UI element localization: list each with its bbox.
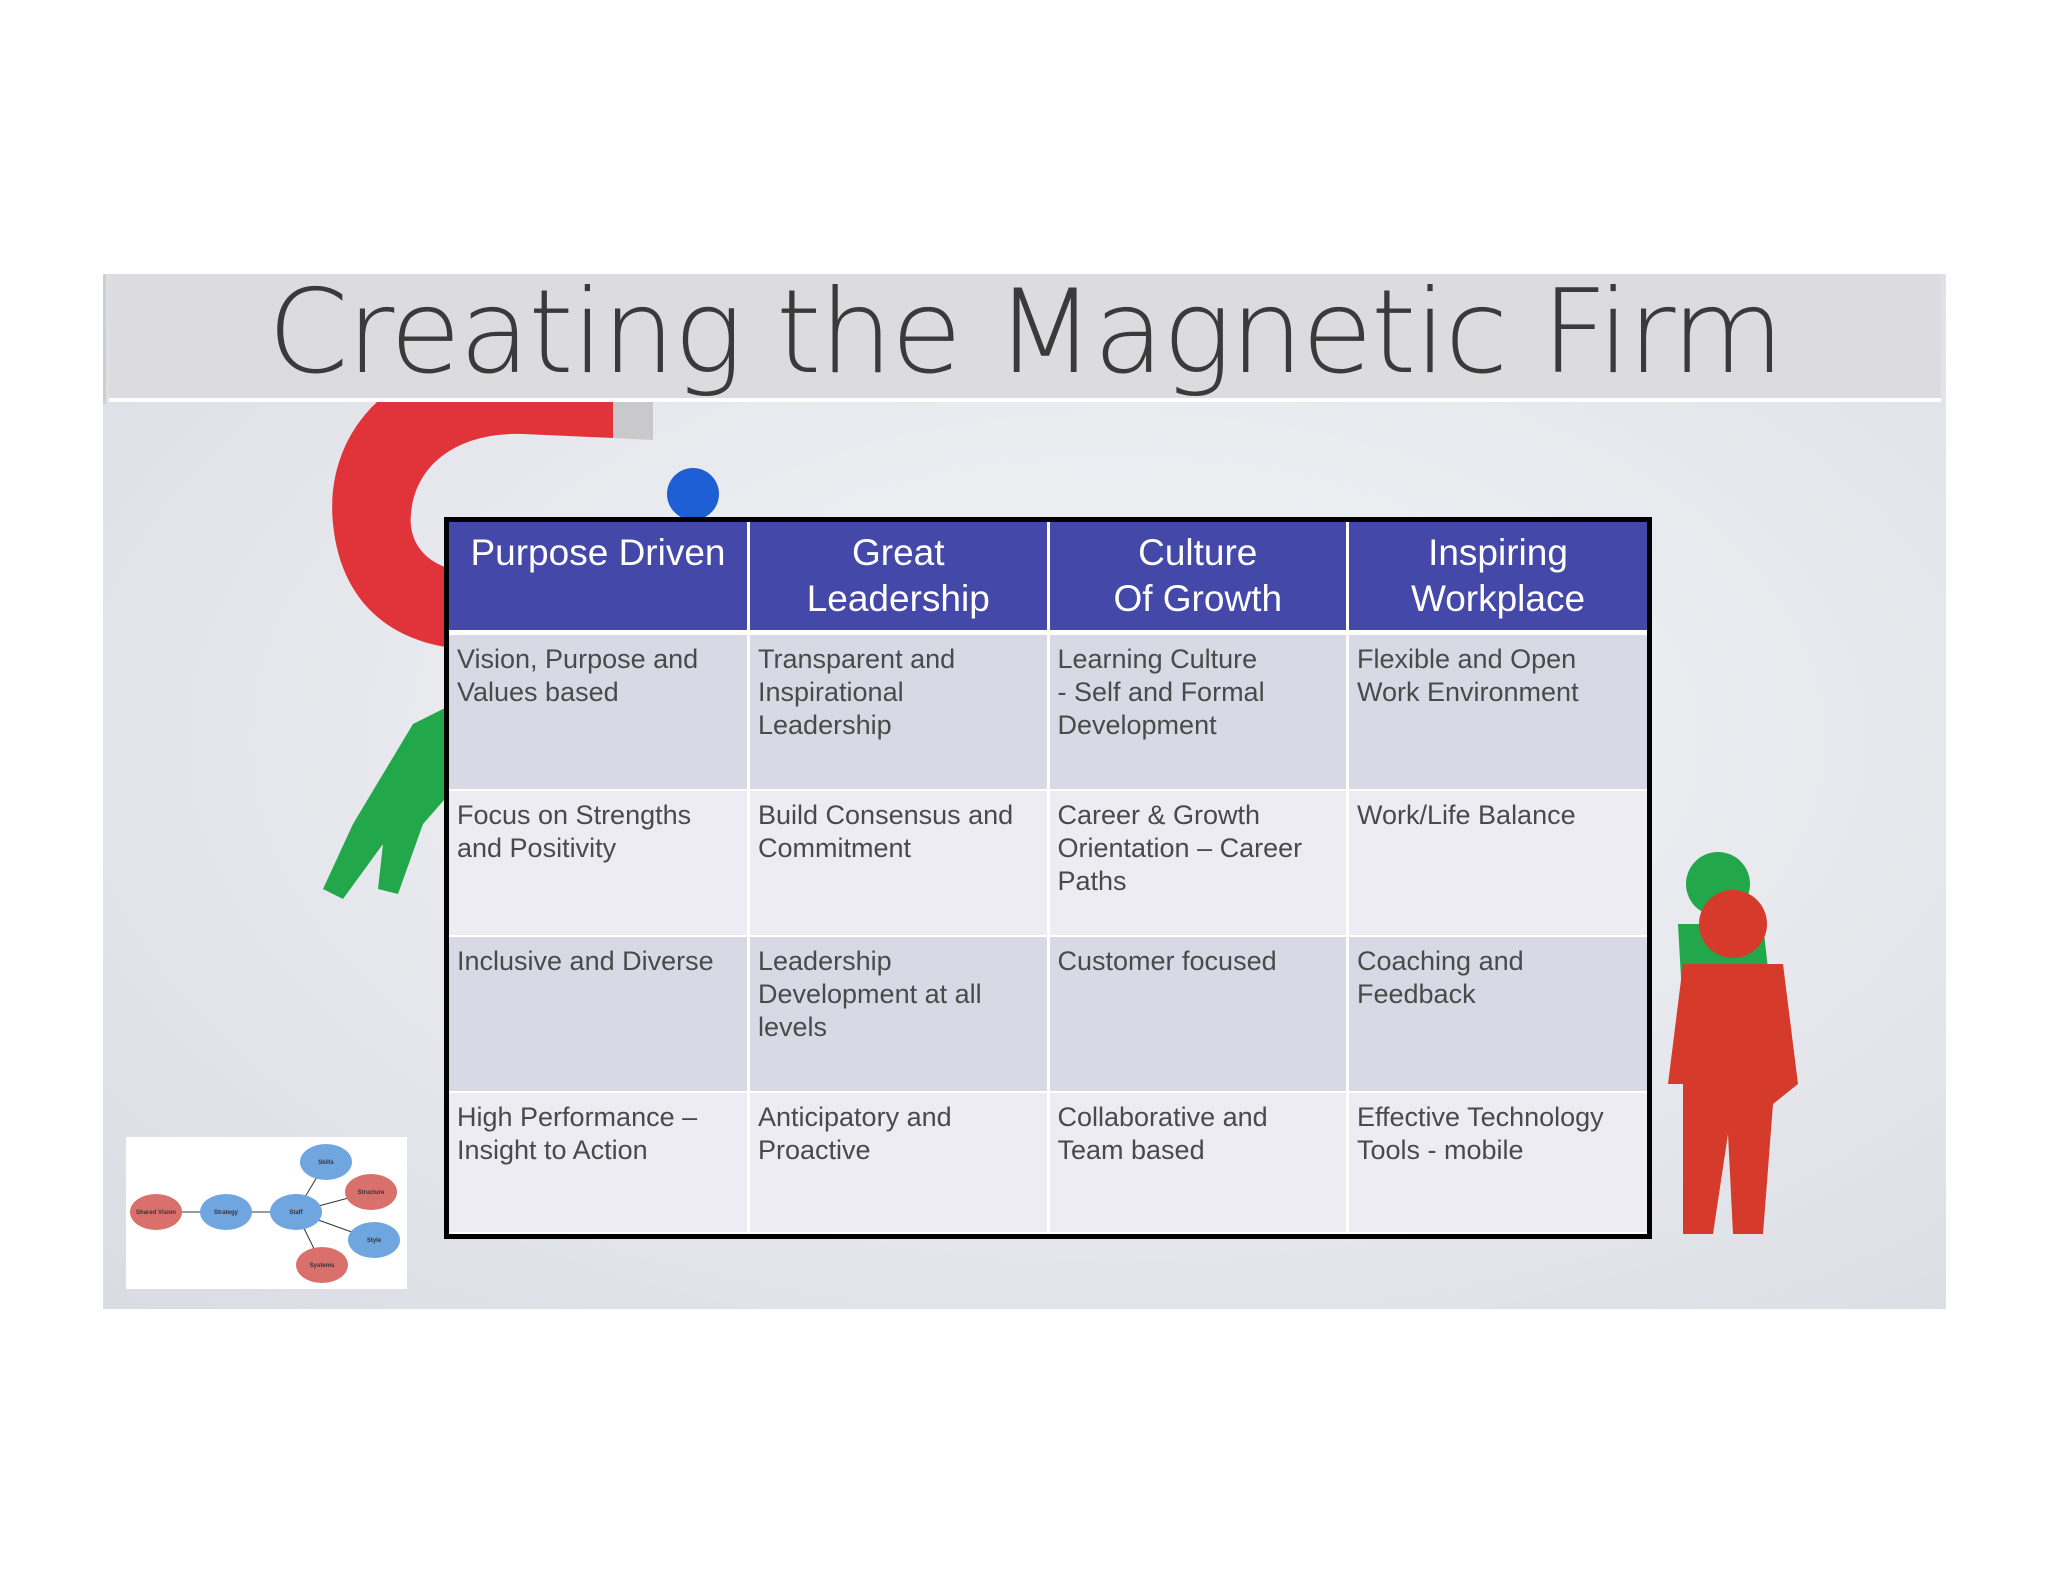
diagram-node-label: Systems — [310, 1263, 335, 1269]
table-row: Vision, Purpose and Values based Transpa… — [449, 632, 1647, 792]
seven-s-diagram: Shared Vision Strategy Staff Skills Stru… — [126, 1137, 407, 1289]
diagram-node-label: Shared Vision — [136, 1210, 176, 1216]
slide-title: Creating the Magnetic Firm — [267, 274, 1785, 400]
column-header: Great Leadership — [748, 522, 1050, 635]
table-cell: Flexible and Open Work Environment — [1347, 632, 1647, 792]
table-row: High Performance – Insight to Action Ant… — [449, 1092, 1647, 1234]
table-cell: Build Consensus and Commitment — [748, 790, 1050, 938]
table-cell: Anticipatory and Proactive — [748, 1092, 1050, 1234]
diagram-node-label: Style — [367, 1238, 382, 1244]
blue-figure-head — [667, 468, 719, 520]
person-figure-icon — [323, 704, 458, 899]
table-cell: Focus on Strengths and Positivity — [449, 790, 750, 938]
column-header: Purpose Driven — [449, 522, 750, 635]
diagram-node-label: Skills — [318, 1160, 334, 1166]
table-cell: High Performance – Insight to Action — [449, 1092, 750, 1234]
pillars-table: Purpose Driven Great Leadership Culture … — [449, 522, 1647, 1234]
table-row: Inclusive and Diverse Leadership Develop… — [449, 936, 1647, 1094]
column-header: Inspiring Workplace — [1347, 522, 1647, 635]
table-cell: Inclusive and Diverse — [449, 936, 750, 1094]
diagram-node-label: Strategy — [214, 1210, 239, 1216]
table-cell: Customer focused — [1048, 936, 1349, 1094]
table-cell: Collaborative and Team based — [1048, 1092, 1349, 1234]
table-cell: Career & Growth Orientation – Career Pat… — [1048, 790, 1349, 938]
table-cell: Learning Culture - Self and Formal Devel… — [1048, 632, 1349, 792]
magnetic-firm-table: Purpose Driven Great Leadership Culture … — [444, 517, 1652, 1239]
table-cell: Effective Technology Tools - mobile — [1347, 1092, 1647, 1234]
table-cell: Vision, Purpose and Values based — [449, 632, 750, 792]
table-cell: Coaching and Feedback — [1347, 936, 1647, 1094]
table-cell: Transparent and Inspirational Leadership — [748, 632, 1050, 792]
diagram-node-label: Staff — [289, 1210, 303, 1216]
title-band: Creating the Magnetic Firm — [109, 274, 1941, 402]
table-cell: Work/Life Balance — [1347, 790, 1647, 938]
table-cell: Leadership Development at all levels — [748, 936, 1050, 1094]
person-figure-icon — [1668, 852, 1798, 1234]
diagram-node-label: Structure — [358, 1190, 385, 1196]
table-row: Focus on Strengths and Positivity Build … — [449, 790, 1647, 938]
table-header-row: Purpose Driven Great Leadership Culture … — [449, 522, 1647, 635]
slide: Creating the Magnetic Firm Purpose Drive… — [103, 274, 1946, 1309]
title-band-edge — [103, 274, 106, 404]
column-header: Culture Of Growth — [1048, 522, 1349, 635]
